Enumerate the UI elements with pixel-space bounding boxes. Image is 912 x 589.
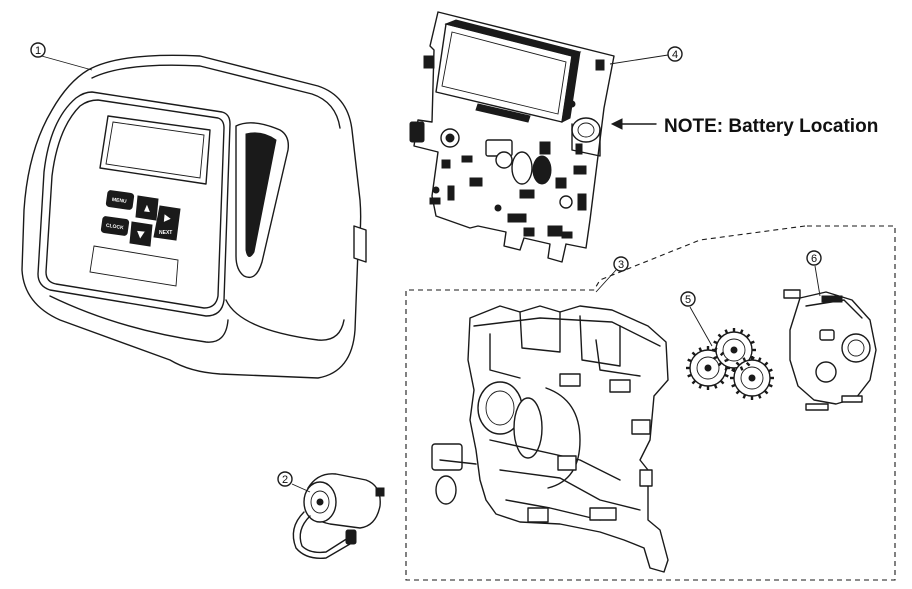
battery-note-arrow [610, 118, 657, 130]
callout-5: 5 [680, 291, 696, 307]
clock-key[interactable] [100, 216, 130, 236]
gear-cover [783, 289, 877, 411]
battery-location-note: NOTE: Battery Location [664, 116, 878, 137]
battery [571, 117, 601, 157]
callout-6: 6 [806, 250, 822, 266]
callout-4-label: 4 [672, 49, 678, 61]
leader-lines [37, 54, 821, 493]
callout-1: 1 [30, 42, 46, 58]
drive-bracket [431, 305, 669, 573]
up-arrow-icon [142, 202, 152, 214]
callout-2: 2 [277, 471, 293, 487]
callout-3: 3 [613, 256, 629, 272]
callout-1-label: 1 [35, 45, 41, 57]
callout-6-label: 6 [811, 253, 817, 265]
keypad: MENU CLOCK NEXT [100, 190, 181, 247]
callout-3-label: 3 [618, 259, 624, 271]
callout-5-label: 5 [685, 294, 691, 306]
drive-motor [292, 473, 385, 559]
next-key[interactable] [153, 205, 181, 241]
next-key-label: NEXT [159, 230, 172, 236]
drive-assembly-outline [405, 225, 896, 581]
reduction-gears [686, 328, 774, 400]
down-arrow-icon [135, 229, 147, 241]
callout-4: 4 [667, 46, 683, 62]
menu-key-label: MENU [112, 197, 128, 205]
circuit-board [409, 11, 615, 263]
callout-2-label: 2 [282, 474, 288, 486]
menu-key[interactable] [105, 190, 135, 210]
controller-cover: MENU CLOCK NEXT [21, 54, 367, 379]
clock-key-label: CLOCK [106, 223, 125, 231]
next-arrow-icon [162, 212, 173, 224]
